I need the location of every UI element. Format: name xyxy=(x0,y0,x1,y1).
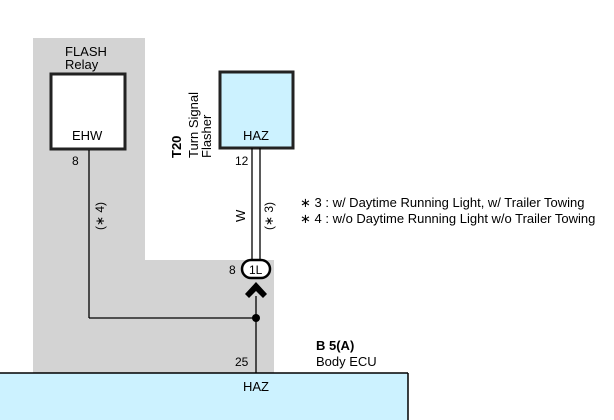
body-ecu-pin: 25 xyxy=(235,355,249,369)
flasher-wire-color: W xyxy=(233,209,248,222)
turn-signal-flasher-code: T20 xyxy=(169,136,184,158)
junction-chevron-icon xyxy=(245,282,267,298)
flash-relay-pin: 8 xyxy=(72,154,79,168)
relay-wire-note: (∗ 4) xyxy=(93,202,107,230)
junction-connector xyxy=(240,258,272,280)
flash-relay-title-1: FLASH xyxy=(65,44,107,59)
turn-signal-flasher-name-2: Flasher xyxy=(199,114,214,158)
junction-pin: 8 xyxy=(229,263,236,277)
splice-dot xyxy=(252,314,260,322)
note-3: ∗ 3 : w/ Daytime Running Light, w/ Trail… xyxy=(300,195,585,210)
turn-signal-flasher-name-1: Turn Signal xyxy=(186,92,201,158)
turn-signal-flasher-pin: 12 xyxy=(235,154,249,168)
note-4: ∗ 4 : w/o Daytime Running Light w/o Trai… xyxy=(300,211,595,226)
flasher-wire-note: (∗ 3) xyxy=(262,202,276,230)
body-ecu-name: Body ECU xyxy=(316,354,377,369)
body-ecu-terminal: HAZ xyxy=(243,379,269,394)
turn-signal-flasher-box xyxy=(218,70,295,150)
body-ecu-block xyxy=(0,373,408,420)
flash-relay-terminal: EHW xyxy=(72,128,103,143)
body-ecu-connector: B 5(A) xyxy=(316,338,354,353)
junction-connector-label: 1L xyxy=(249,263,263,277)
flash-relay-title-2: Relay xyxy=(65,57,99,72)
flash-relay-box xyxy=(49,72,127,151)
turn-signal-flasher-terminal: HAZ xyxy=(243,128,269,143)
